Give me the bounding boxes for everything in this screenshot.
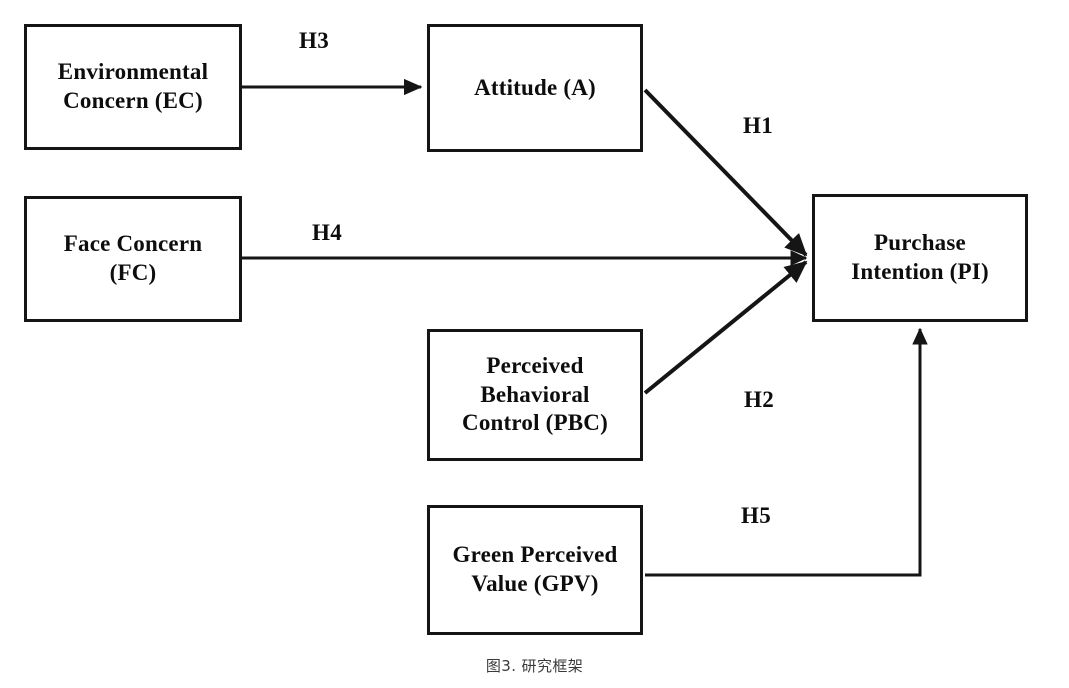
figure-caption: 图3. 研究框架: [485, 657, 584, 675]
node-face-concern[interactable]: Face Concern (FC): [24, 196, 242, 322]
node-attitude[interactable]: Attitude (A): [427, 24, 643, 152]
hypothesis-label-h2: H2: [744, 387, 774, 412]
node-perceived-behavioral-control[interactable]: Perceived Behavioral Control (PBC): [427, 329, 643, 461]
edge-h2: [643, 260, 808, 395]
node-environmental-concern-label: Environmental Concern (EC): [57, 59, 209, 113]
node-green-perceived-value[interactable]: Green Perceived Value (GPV): [427, 505, 643, 635]
edge-h5: [645, 327, 928, 577]
hypothesis-label-h3: H3: [299, 28, 329, 53]
node-green-perceived-value-label: Green Perceived Value (GPV): [452, 542, 618, 596]
edge-h1: [643, 88, 808, 257]
hypothesis-label-h4: H4: [312, 220, 342, 245]
node-perceived-behavioral-control-label: Perceived Behavioral Control (PBC): [462, 353, 608, 436]
hypothesis-label-h5: H5: [741, 503, 771, 528]
node-purchase-intention[interactable]: Purchase Intention (PI): [812, 194, 1028, 322]
node-purchase-intention-label: Purchase Intention (PI): [851, 230, 989, 284]
node-attitude-label: Attitude (A): [474, 74, 596, 100]
node-environmental-concern[interactable]: Environmental Concern (EC): [24, 24, 242, 150]
node-face-concern-label: Face Concern (FC): [63, 231, 203, 285]
hypothesis-label-h1: H1: [743, 113, 773, 138]
